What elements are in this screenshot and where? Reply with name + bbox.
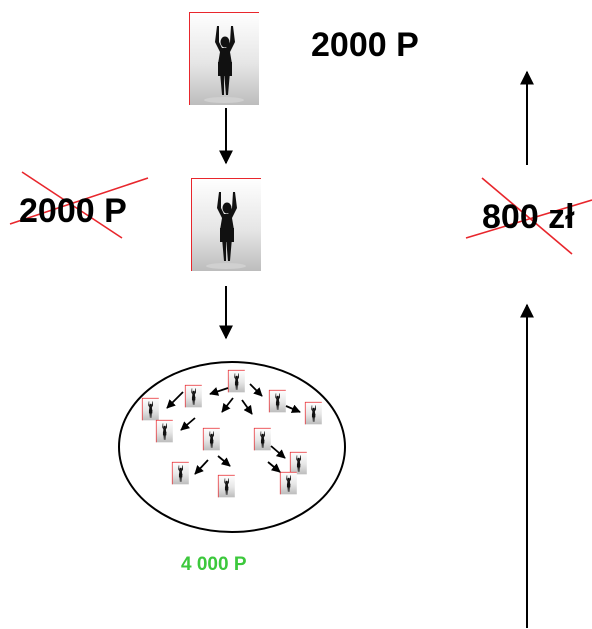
crowd-person xyxy=(155,419,174,443)
crowd-person xyxy=(227,369,246,393)
crowd-person xyxy=(141,397,160,421)
crowd-person xyxy=(279,471,298,495)
cross-right xyxy=(465,177,592,255)
crowd-person xyxy=(304,401,323,425)
cross-left xyxy=(9,171,149,239)
crowd-person xyxy=(268,389,287,413)
person-photo-middle xyxy=(190,177,262,272)
crowd-person xyxy=(217,474,236,498)
crowd-person xyxy=(253,427,272,451)
crowd-person xyxy=(289,451,308,475)
crowd-ellipse xyxy=(118,361,346,533)
person-photo-top xyxy=(188,11,260,106)
crossed-price-right-label: 800 zł xyxy=(482,198,575,236)
crossed-price-left-label: 2000 P xyxy=(19,192,127,230)
top-price-label: 2000 P xyxy=(311,26,419,64)
crowd-person xyxy=(202,427,221,451)
result-price-label: 4 000 P xyxy=(181,554,247,575)
crowd-arrows xyxy=(166,383,301,475)
crowd-people xyxy=(141,369,323,498)
crowd-person xyxy=(171,461,190,485)
crowd-person xyxy=(184,384,203,408)
